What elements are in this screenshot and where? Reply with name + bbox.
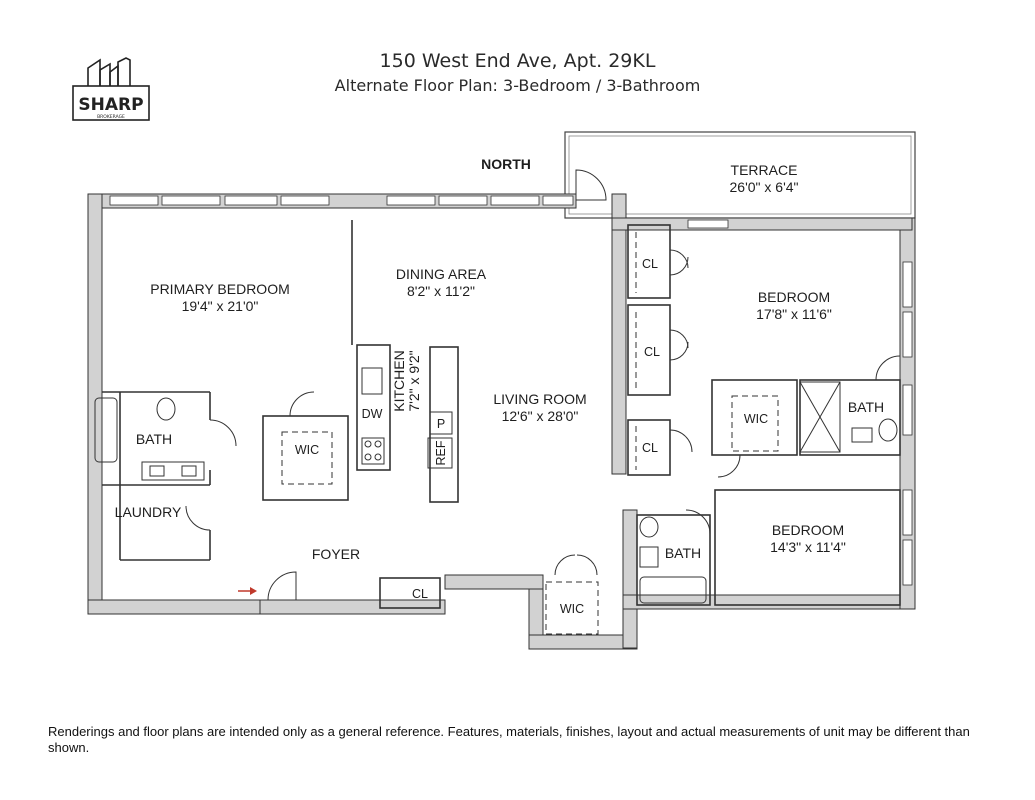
north-windows [109, 195, 913, 586]
terrace-size: 26'0" x 6'4" [730, 179, 799, 195]
logo-frame [72, 85, 150, 121]
refrigerator-label: REF [434, 440, 448, 465]
bath-ne-name: BATH [848, 399, 884, 415]
plan-title: 150 West End Ave, Apt. 29KL [379, 50, 656, 72]
interior-walls [102, 220, 901, 609]
closet-2-name: CL [644, 345, 660, 359]
plan-subtitle: Alternate Floor Plan: 3-Bedroom / 3-Bath… [334, 76, 701, 95]
toilet-icon [156, 397, 176, 421]
compass-north: NORTH [481, 156, 531, 172]
pantry-label: P [437, 417, 445, 431]
fixtures [94, 367, 898, 604]
bedroom-ne-name: BEDROOM [758, 289, 830, 305]
dining-area-size: 8'2" x 11'2" [407, 283, 475, 299]
pantry-box [429, 411, 453, 435]
cooktop-icon [361, 437, 385, 465]
entry-arrow-icon [238, 587, 257, 595]
bathtub-icon [94, 397, 118, 463]
terrace-name: TERRACE [731, 162, 798, 178]
fridge-box [427, 437, 453, 469]
kitchen-size: 7'2" x 9'2" [406, 350, 422, 411]
primary-bedroom-name: PRIMARY BEDROOM [150, 281, 290, 297]
bedroom-se-name: BEDROOM [772, 522, 844, 538]
wic-s-name: WIC [560, 602, 584, 616]
shower-icon [799, 381, 841, 453]
wic-primary-name: WIC [295, 443, 319, 457]
kitchen-name: KITCHEN [391, 350, 407, 411]
toilet-icon-ne [878, 418, 898, 442]
logo-tagline: BROKERAGE [97, 114, 125, 120]
sink-icon-s [639, 546, 659, 568]
dishwasher-label: DW [362, 407, 383, 421]
doors [185, 169, 901, 601]
vanity-icon [141, 461, 205, 481]
living-room-name: LIVING ROOM [493, 391, 586, 407]
floor-plan: NORTH TERRACE 26'0" x 6'4" PRIMARY BEDRO… [87, 131, 916, 650]
closet-3-name: CL [642, 441, 658, 455]
sink-icon-ne [851, 427, 873, 443]
living-room-size: 12'6" x 28'0" [502, 408, 579, 424]
logo-brand: SHARP [78, 95, 143, 115]
closet-dashes [281, 232, 779, 635]
closet-foyer-name: CL [412, 587, 428, 601]
bath-s-name: BATH [665, 545, 701, 561]
closet-1-name: CL [642, 257, 658, 271]
toilet-icon-s [639, 516, 659, 538]
disclaimer: Renderings and floor plans are intended … [48, 724, 970, 755]
brand-logo: SHARP BROKERAGE [72, 57, 150, 121]
sink-icon [361, 367, 383, 395]
city-skyline-icon [87, 57, 131, 86]
bedroom-ne-size: 17'8" x 11'6" [756, 306, 832, 322]
wic-ne-name: WIC [744, 412, 768, 426]
bath-primary-name: BATH [136, 431, 172, 447]
foyer-name: FOYER [312, 546, 360, 562]
laundry-name: LAUNDRY [115, 504, 182, 520]
dining-area-name: DINING AREA [396, 266, 487, 282]
bedroom-se-size: 14'3" x 11'4" [770, 539, 846, 555]
bathtub-icon-s [639, 576, 707, 604]
primary-bedroom-size: 19'4" x 21'0" [182, 298, 259, 314]
